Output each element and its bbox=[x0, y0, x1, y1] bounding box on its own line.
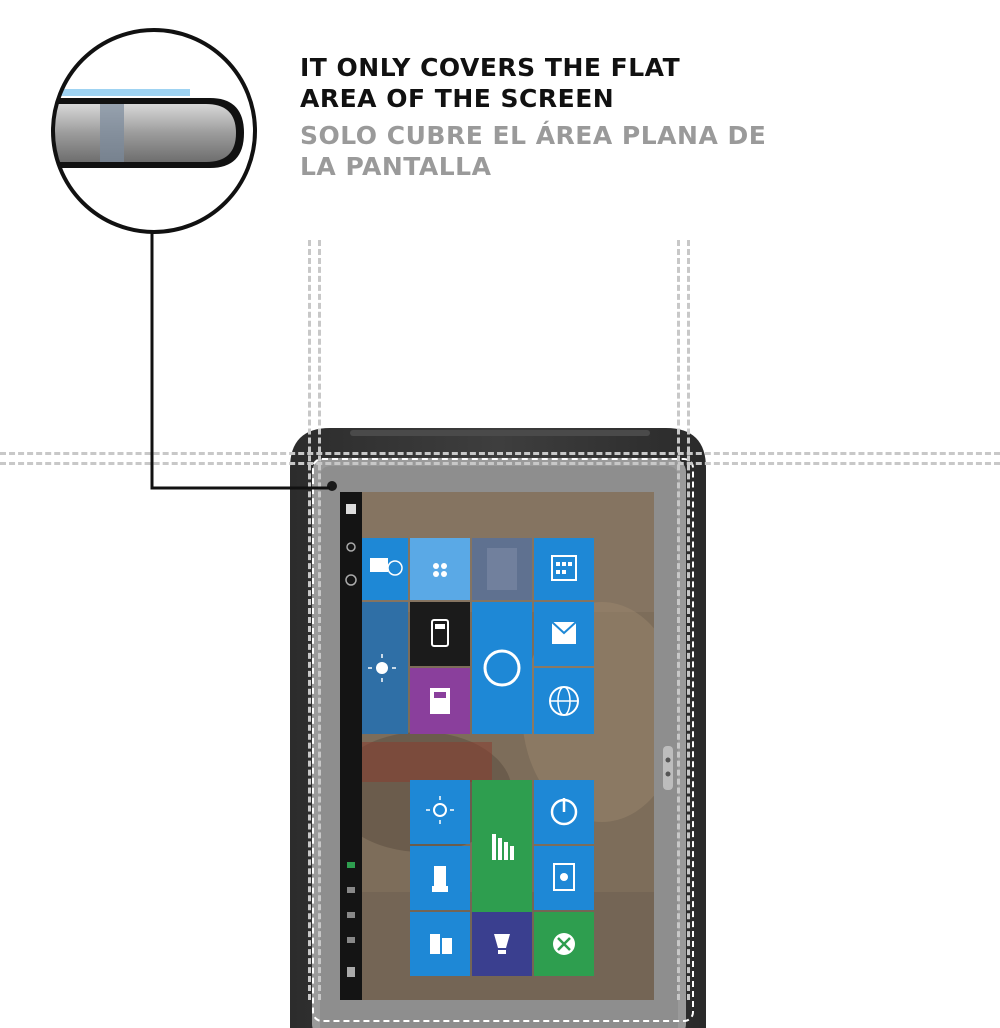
tile-music[interactable] bbox=[472, 912, 532, 976]
tile-store[interactable] bbox=[362, 538, 408, 600]
tile-brightness[interactable] bbox=[362, 602, 408, 734]
tile-media[interactable] bbox=[534, 846, 594, 910]
app-icon bbox=[347, 937, 355, 943]
windows-logo-icon bbox=[346, 504, 356, 514]
screen-edge-magnifier-icon bbox=[51, 28, 330, 490]
tile-onenote[interactable] bbox=[410, 668, 470, 734]
tile-photos[interactable] bbox=[410, 538, 470, 600]
search-icon bbox=[346, 542, 356, 552]
app-icon bbox=[347, 862, 355, 868]
tile-xbox[interactable] bbox=[534, 912, 594, 976]
tile-weather[interactable] bbox=[472, 538, 532, 600]
tile-settings[interactable] bbox=[410, 780, 470, 844]
tile-cortana[interactable] bbox=[472, 602, 532, 734]
tile-calculator[interactable] bbox=[410, 602, 470, 666]
start-menu-sidebar bbox=[340, 492, 362, 1000]
caption-english-line-2: AREA OF THE SCREEN bbox=[300, 84, 615, 113]
guide-horizontal-top bbox=[0, 452, 1000, 455]
tile-excel[interactable] bbox=[472, 780, 532, 912]
caption-spanish-line-1: SOLO CUBRE EL ÁREA PLANA DE bbox=[300, 121, 767, 150]
guide-vertical-left-2 bbox=[318, 240, 321, 1000]
guide-horizontal-bottom bbox=[0, 462, 1000, 465]
app-icon bbox=[347, 967, 355, 977]
caption-english-line-1: IT ONLY COVERS THE FLAT bbox=[300, 53, 681, 82]
tile-mail[interactable] bbox=[534, 602, 594, 666]
tile-calendar[interactable] bbox=[534, 538, 594, 600]
app-icon bbox=[347, 912, 355, 918]
guide-vertical-right-1 bbox=[677, 240, 680, 1000]
tile-maps[interactable] bbox=[410, 912, 470, 976]
caption-spanish-line-2: LA PANTALLA bbox=[300, 152, 492, 181]
guide-vertical-left-1 bbox=[308, 240, 311, 1000]
tile-power[interactable] bbox=[534, 780, 594, 844]
power-icon bbox=[345, 574, 357, 586]
tile-skype[interactable] bbox=[410, 846, 470, 910]
caption-block: IT ONLY COVERS THE FLAT AREA OF THE SCRE… bbox=[300, 52, 860, 182]
app-icon bbox=[347, 887, 355, 893]
tile-browser[interactable] bbox=[534, 668, 594, 734]
guide-vertical-right-2 bbox=[687, 240, 690, 1000]
